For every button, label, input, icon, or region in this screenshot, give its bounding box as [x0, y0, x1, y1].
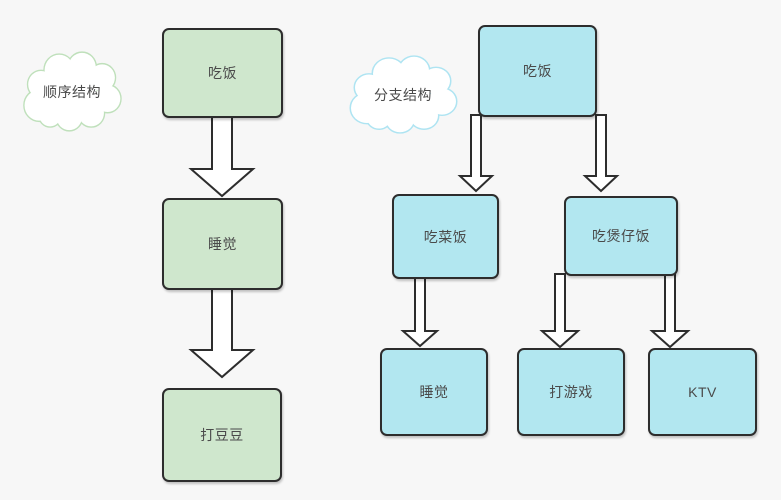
- seq-node-dadoudou-label: 打豆豆: [200, 427, 244, 443]
- branch-node-baozaifan-label: 吃煲仔饭: [592, 228, 650, 244]
- seq-node-sleep-label: 睡觉: [208, 236, 237, 252]
- branch-node-ktv: KTV: [648, 348, 757, 436]
- arrow-branch-eat-to-caifan: [457, 114, 495, 193]
- arrow-branch-eat-to-baozaifan: [582, 114, 620, 193]
- branch-cloud: 分支结构: [346, 54, 460, 136]
- branch-node-eat: 吃饭: [478, 25, 597, 117]
- branch-node-game-label: 打游戏: [549, 384, 593, 400]
- sequential-cloud-label: 顺序结构: [43, 84, 101, 100]
- arrow-seq-sleep-to-dadoudou: [188, 287, 256, 379]
- seq-node-dadoudou: 打豆豆: [162, 388, 282, 482]
- branch-node-sleep-label: 睡觉: [419, 384, 449, 400]
- arrow-branch-caifan-to-sleep: [400, 276, 440, 348]
- branch-node-ktv-label: KTV: [688, 384, 717, 400]
- sequential-cloud: 顺序结构: [20, 50, 124, 134]
- arrow-seq-eat-to-sleep: [188, 115, 256, 198]
- branch-node-caifan: 吃菜饭: [392, 194, 499, 279]
- branch-node-game: 打游戏: [517, 348, 625, 436]
- branch-node-eat-label: 吃饭: [523, 63, 552, 79]
- branch-node-sleep: 睡觉: [380, 348, 488, 436]
- seq-node-eat: 吃饭: [162, 28, 283, 118]
- arrow-branch-baozaifan-to-game: [539, 273, 581, 349]
- branch-cloud-label: 分支结构: [374, 87, 432, 103]
- seq-node-sleep: 睡觉: [162, 198, 283, 290]
- arrow-branch-baozaifan-to-ktv: [649, 273, 691, 349]
- branch-node-baozaifan: 吃煲仔饭: [564, 196, 678, 276]
- branch-node-caifan-label: 吃菜饭: [423, 228, 468, 245]
- seq-node-eat-label: 吃饭: [208, 65, 237, 81]
